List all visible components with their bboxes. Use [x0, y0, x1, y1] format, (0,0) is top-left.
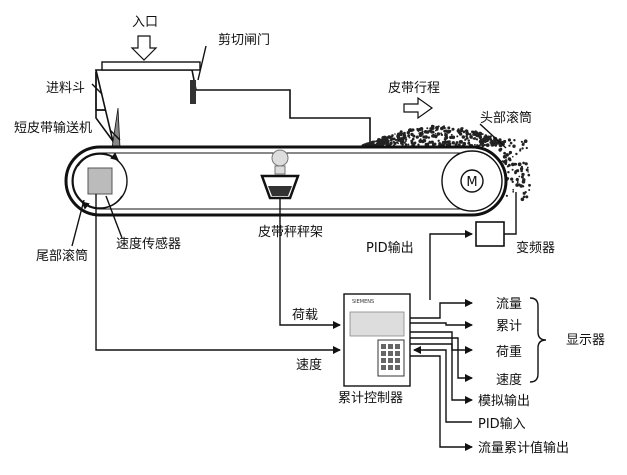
tail-pulley-label: 尾部滚筒	[36, 248, 88, 264]
motor-symbol: M	[466, 175, 477, 190]
shear-gate-label: 剪切闸门	[218, 32, 270, 48]
scale-frame-icon	[260, 149, 300, 200]
pid-input-label: PID输入	[478, 416, 526, 432]
analog-output-label: 模拟输出	[478, 393, 530, 409]
scale-frame-label: 皮带秤秤架	[258, 225, 323, 240]
totalizer-controller: SIEMENS	[343, 293, 411, 387]
short-belt-conveyor-label: 短皮带输送机	[14, 120, 92, 136]
inverter-box	[475, 221, 505, 247]
speed-sensor-label: 速度传感器	[116, 236, 181, 252]
flow-total-output-label: 流量累计值输出	[478, 440, 569, 456]
load-label: 荷载	[292, 308, 318, 323]
belt-travel-arrow	[403, 96, 434, 120]
pid-output-label: PID输出	[366, 240, 414, 256]
controller-brand: SIEMENS	[352, 299, 374, 305]
signal-lines	[95, 194, 473, 451]
speed-label: 速度	[296, 357, 322, 373]
flow-label: 流量	[496, 297, 522, 312]
speed-out-label: 速度	[496, 372, 522, 388]
hopper-structure	[94, 61, 371, 151]
load-out-label: 荷重	[496, 344, 522, 360]
head-pulley: M	[441, 150, 503, 212]
display-brace	[529, 297, 547, 383]
head-pulley-label: 头部滚筒	[480, 110, 532, 126]
totalizer-label: 累计控制器	[338, 391, 403, 406]
speed-sensor-box	[87, 167, 113, 195]
inverter-label: 变频器	[516, 240, 555, 256]
cumulative-label: 累计	[496, 319, 522, 334]
pointer-lines	[71, 45, 507, 247]
belt-travel-label: 皮带行程	[388, 81, 440, 96]
inlet-arrow	[130, 35, 158, 61]
tail-pulley	[72, 152, 128, 210]
display-label: 显示器	[566, 333, 605, 348]
inlet-label: 入口	[132, 15, 158, 30]
hopper-label: 进料斗	[46, 81, 85, 96]
